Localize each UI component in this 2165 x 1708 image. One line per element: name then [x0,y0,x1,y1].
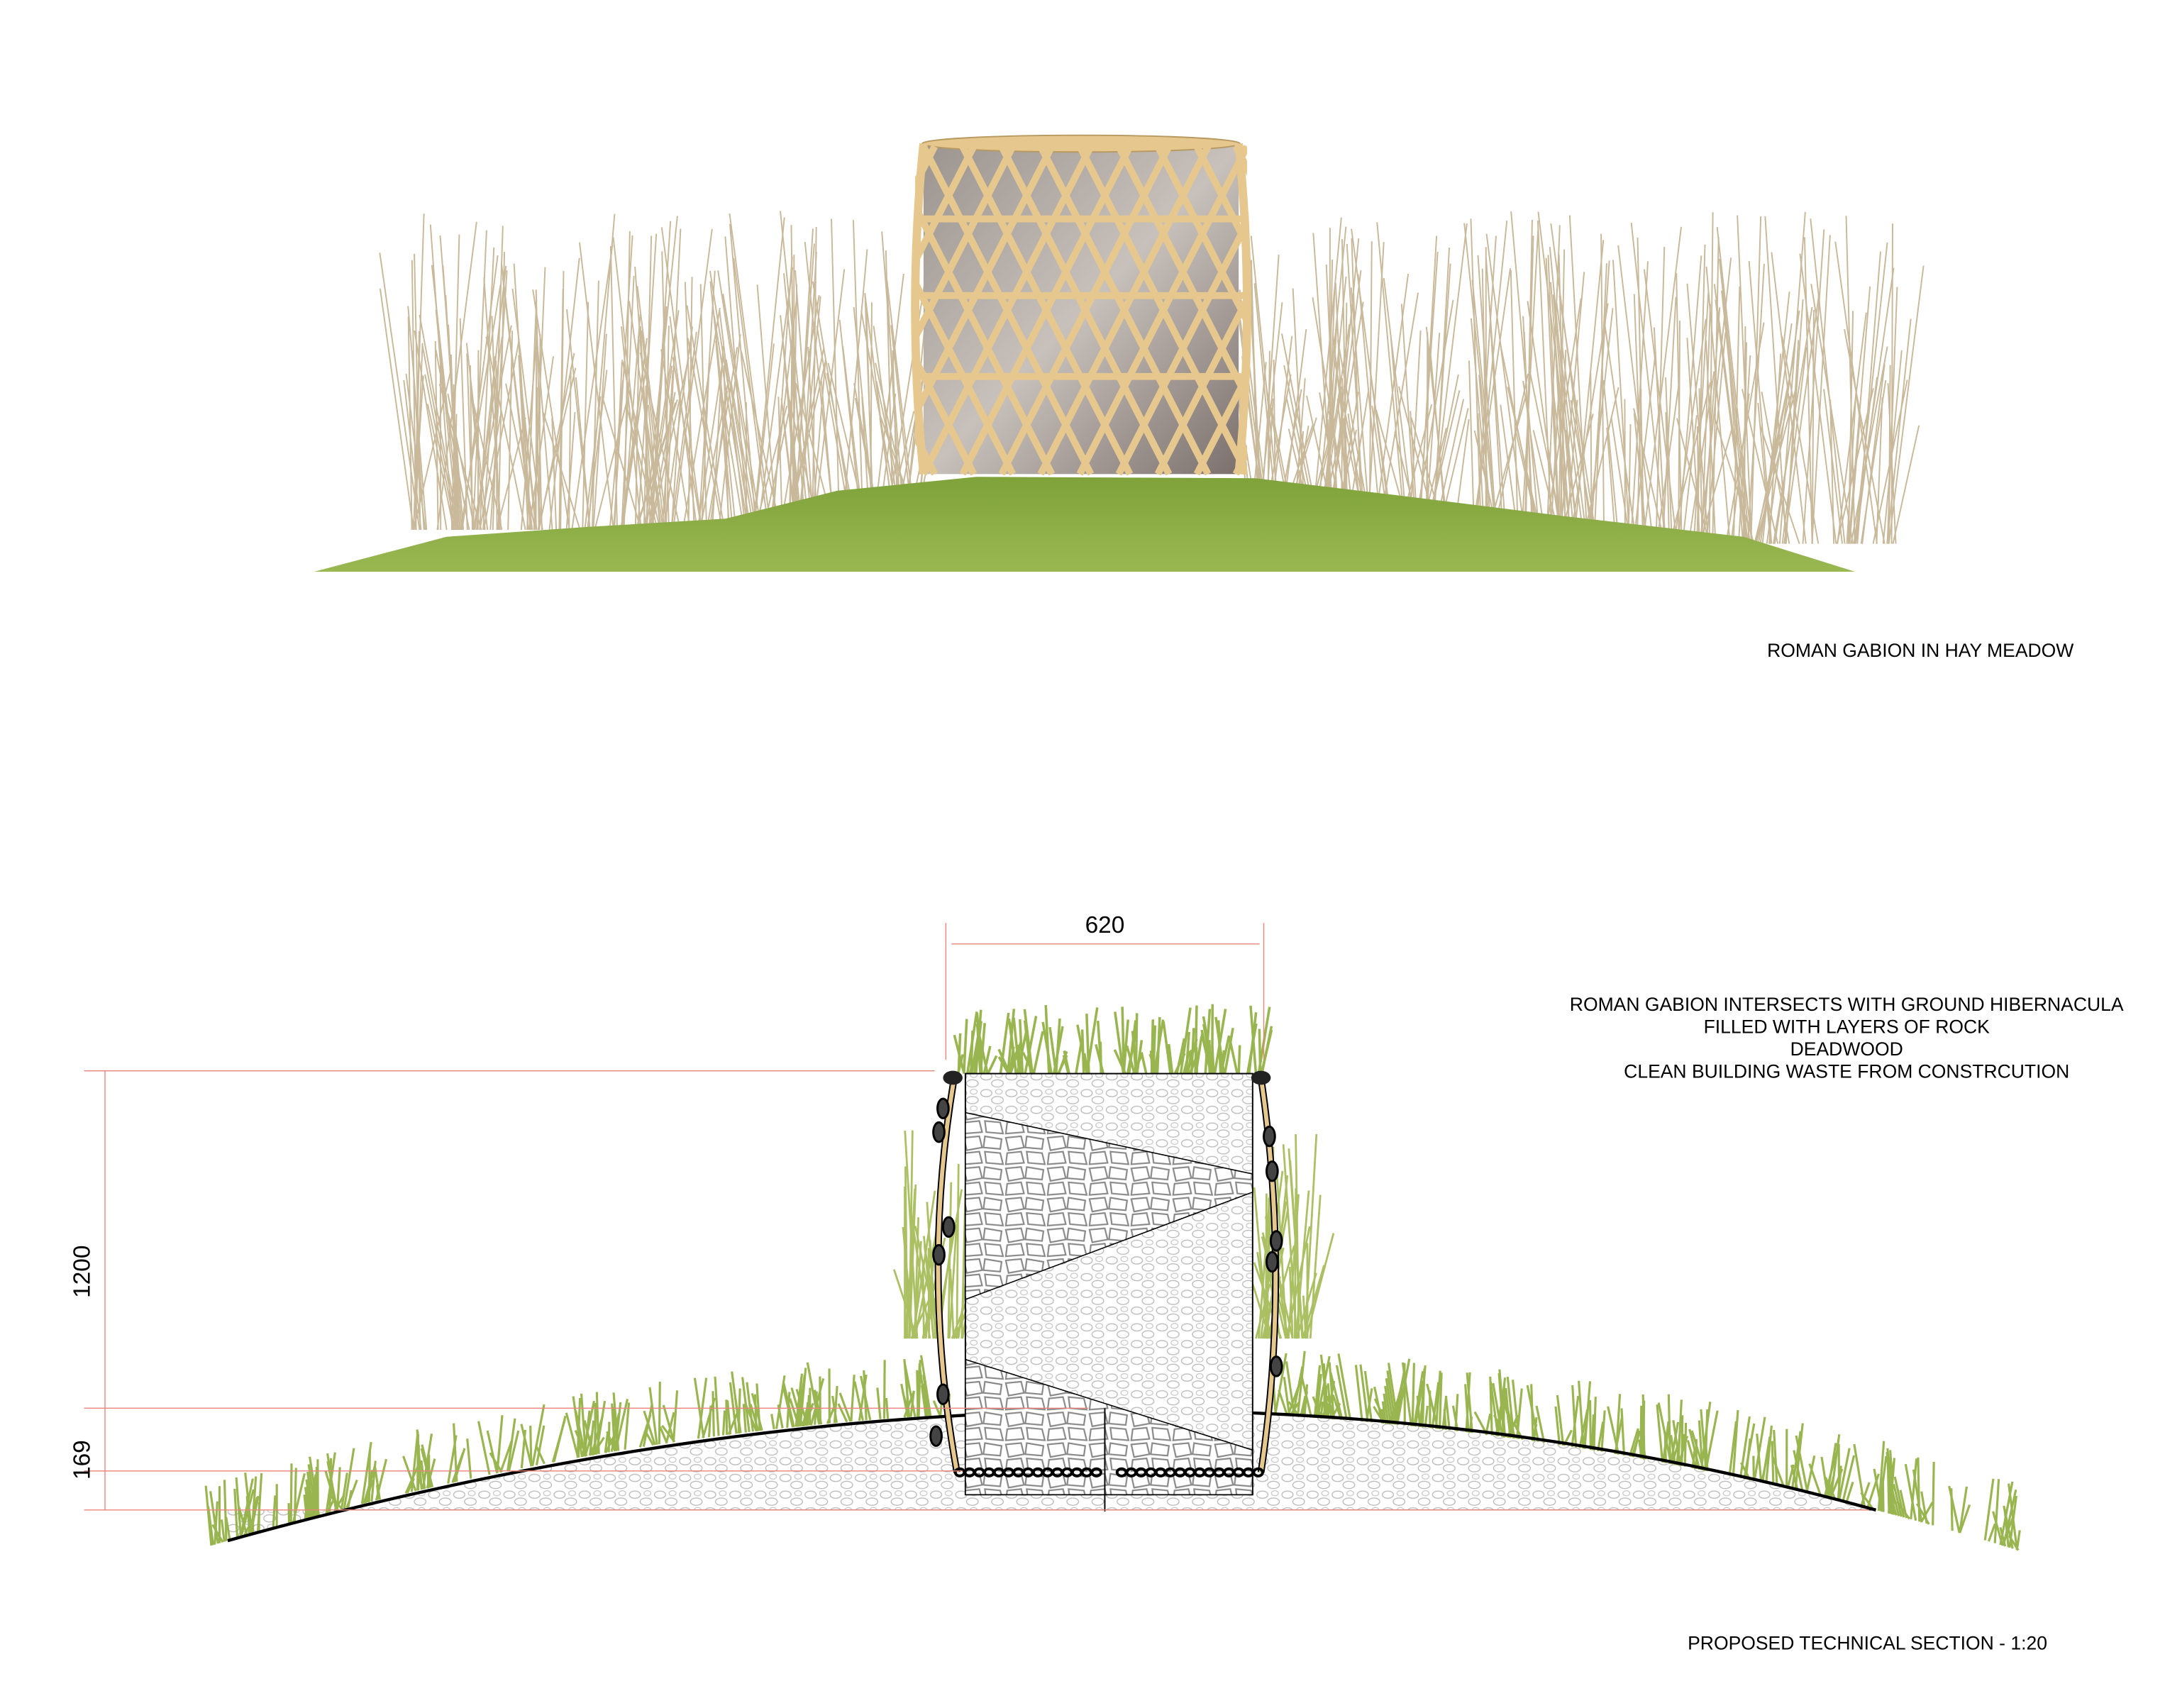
section-notes: ROMAN GABION INTERSECTS WITH GROUND HIBE… [1570,994,2124,1082]
dimension-lines [84,923,1869,1511]
note-line: CLEAN BUILDING WASTE FROM CONSTRCUTION [1624,1060,2069,1082]
note-line: ROMAN GABION INTERSECTS WITH GROUND HIBE… [1570,994,2124,1015]
meadow-ground [314,477,1856,572]
dry-grass-left [379,211,956,531]
width-dimension: 620 [1085,912,1125,938]
depth-dimension: 169 [69,1440,95,1480]
height-dimension: 1200 [69,1246,95,1298]
ground-grass [204,1351,2021,1551]
elevation-caption: ROMAN GABION IN HAY MEADOW [1767,640,2073,661]
note-line: FILLED WITH LAYERS OF ROCK [1704,1016,1990,1038]
section-caption: PROPOSED TECHNICAL SECTION - 1:20 [1688,1632,2047,1653]
technical-section: 620 1200 169 [69,912,2021,1551]
top-grass [953,1004,1273,1075]
note-line: DEADWOOD [1790,1038,1903,1060]
gabion-section [929,1070,1283,1512]
gabion-elevation [911,134,1251,476]
elevation-render [314,134,1925,572]
